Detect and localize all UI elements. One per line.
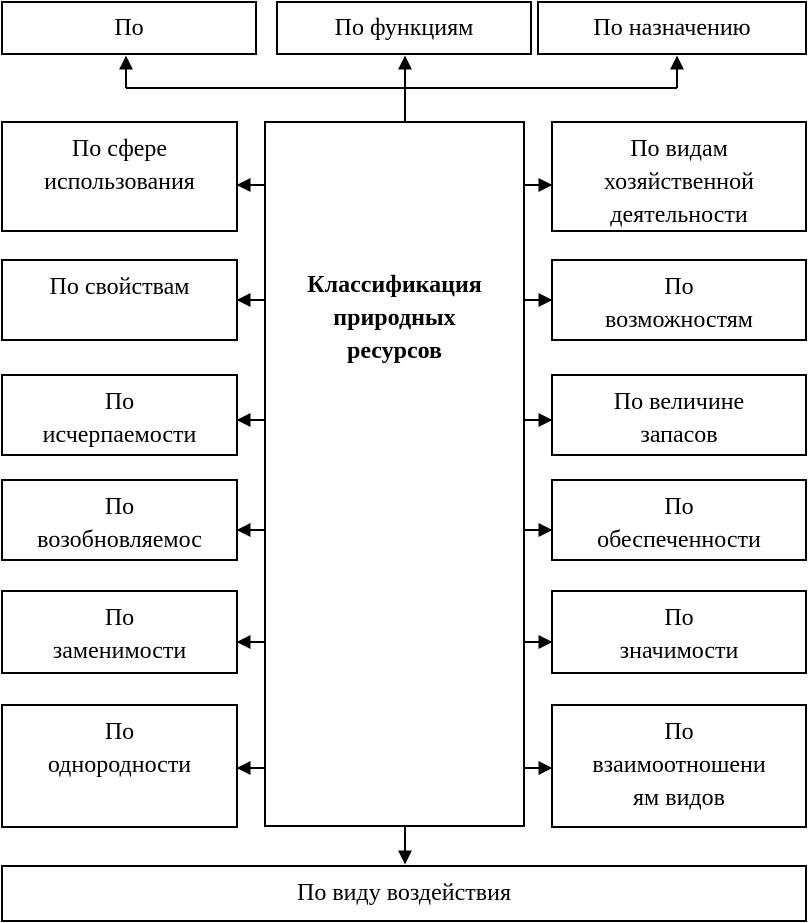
left-box-6-label: По однородности: [47, 719, 192, 778]
left-box-3-label: По исчерпаемости: [42, 389, 197, 448]
left-box-1: По сфере использования: [1, 121, 238, 232]
top-box-1-label: По: [114, 14, 144, 41]
right-box-1-label: По видам хозяйственной деятельности: [604, 136, 754, 228]
left-box-5-label: По заменимости: [52, 605, 187, 664]
left-box-4-label: По возобновляемос: [37, 494, 202, 553]
top-box-2: По функциям: [276, 1, 532, 55]
top-box-3-label: По назначению: [593, 14, 751, 41]
left-box-6: По однородности: [1, 704, 238, 828]
right-box-5-label: По значимости: [619, 605, 739, 664]
top-box-2-label: По функциям: [334, 14, 474, 41]
bottom-box-label: По виду воздействия: [297, 880, 511, 906]
left-box-2: По свойствам: [1, 259, 238, 341]
left-box-5: По заменимости: [1, 590, 238, 674]
center-box-label: Классификация природных ресурсов: [307, 272, 482, 364]
right-box-5: По значимости: [551, 590, 807, 674]
top-box-3: По назначению: [537, 1, 807, 55]
right-box-6: По взаимоотношени ям видов: [551, 704, 807, 828]
right-box-1: По видам хозяйственной деятельности: [551, 121, 807, 232]
bottom-box: По виду воздействия: [1, 865, 807, 922]
right-box-4-label: По обеспеченности: [597, 494, 761, 553]
left-box-3: По исчерпаемости: [1, 374, 238, 456]
right-box-3-label: По величине запасов: [613, 389, 745, 448]
right-box-2: По возможностям: [551, 259, 807, 341]
left-box-4: По возобновляемос: [1, 479, 238, 561]
right-box-4: По обеспеченности: [551, 479, 807, 561]
right-box-3: По величине запасов: [551, 374, 807, 456]
right-box-6-label: По взаимоотношени ям видов: [592, 719, 766, 811]
top-box-1: По: [1, 1, 257, 55]
right-box-2-label: По возможностям: [605, 274, 753, 333]
left-box-2-label: По свойствам: [49, 274, 190, 300]
left-box-1-label: По сфере использования: [44, 136, 195, 195]
center-box: Классификация природных ресурсов: [264, 121, 525, 827]
